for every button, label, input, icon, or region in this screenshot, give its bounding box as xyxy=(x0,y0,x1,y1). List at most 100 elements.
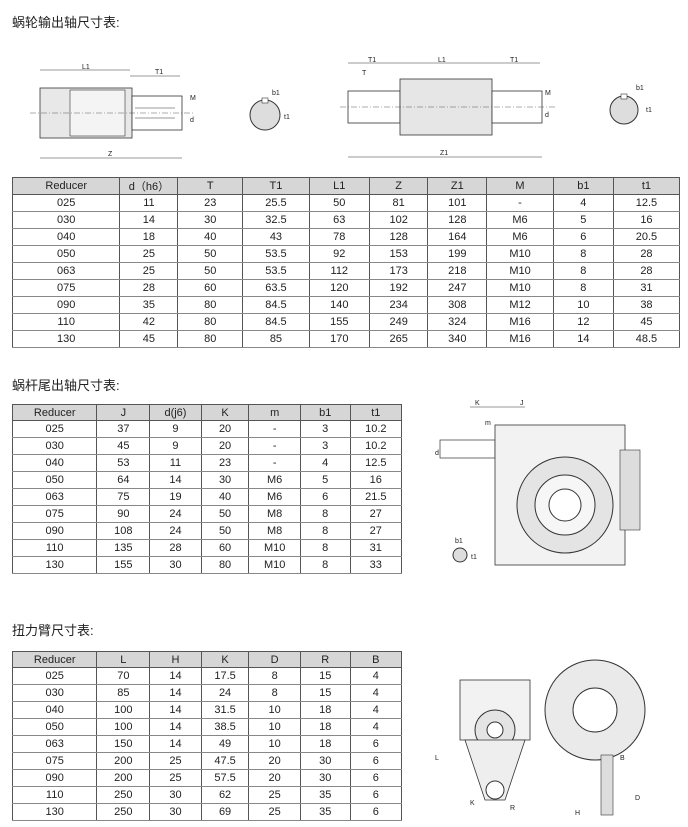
table-cell: 200 xyxy=(96,752,151,770)
svg-text:L1: L1 xyxy=(82,64,90,71)
table-cell: 164 xyxy=(427,228,488,246)
svg-text:L1: L1 xyxy=(438,57,446,64)
table-cell: 40 xyxy=(177,228,244,246)
column-header: Reducer xyxy=(11,651,98,668)
table-cell: 30 xyxy=(149,803,202,821)
table-cell: 8 xyxy=(552,262,614,280)
table-cell: 31.5 xyxy=(200,701,250,719)
table-cell: - xyxy=(248,454,301,472)
column-header: m xyxy=(248,404,301,421)
table-cell: 50 xyxy=(200,505,250,523)
table-cell: 10 xyxy=(552,296,614,314)
table-cell: 85 xyxy=(242,330,310,348)
table-cell: 218 xyxy=(427,262,488,280)
svg-text:D: D xyxy=(635,795,640,802)
table-cell: 45 xyxy=(612,313,681,331)
column-header: t1 xyxy=(349,404,403,421)
table-cell: 11 xyxy=(149,454,202,472)
column-header: K xyxy=(200,651,250,668)
svg-text:K: K xyxy=(475,400,480,407)
table-cell: 12.5 xyxy=(349,454,403,472)
table-cell: 3 xyxy=(299,437,351,455)
table-cell: 025 xyxy=(11,194,121,212)
svg-text:t1: t1 xyxy=(471,554,477,561)
table-cell: 60 xyxy=(200,539,250,557)
table-cell: 69 xyxy=(200,803,250,821)
table-cell: 308 xyxy=(427,296,488,314)
table-cell: 090 xyxy=(11,769,98,787)
table-cell: 8 xyxy=(552,279,614,297)
table-cell: 70 xyxy=(96,667,151,685)
svg-text:T1: T1 xyxy=(510,57,518,64)
table-cell: 199 xyxy=(427,245,488,263)
column-header: M xyxy=(486,177,554,195)
table-cell: 3 xyxy=(299,420,351,438)
column-header: L1 xyxy=(308,177,370,195)
table-cell: M8 xyxy=(248,505,301,523)
table-cell: 324 xyxy=(427,313,488,331)
table-cell: 25.5 xyxy=(242,194,310,212)
table-cell: 8 xyxy=(299,539,351,557)
svg-text:B: B xyxy=(620,755,625,762)
table-cell: 30 xyxy=(299,769,351,787)
table-cell: 48.5 xyxy=(612,330,681,348)
table-cell: 8 xyxy=(248,667,301,685)
table-cell: 90 xyxy=(96,505,151,523)
table-cell: 128 xyxy=(427,211,488,229)
table-cell: 030 xyxy=(11,684,98,702)
table-cell: 8 xyxy=(299,522,351,540)
table-cell: 14 xyxy=(119,211,179,229)
table-cell: 32.5 xyxy=(242,211,310,229)
svg-text:M: M xyxy=(545,90,551,97)
table-cell: 100 xyxy=(96,701,151,719)
table-cell: 62 xyxy=(200,786,250,804)
svg-text:d: d xyxy=(435,450,439,457)
table-cell: 43 xyxy=(242,228,310,246)
section-title-output-shaft: 蜗轮输出轴尺寸表: xyxy=(12,15,120,30)
column-header: J xyxy=(96,404,151,421)
double-output-shaft-drawing: T1 T L1 T1 Z1 M d xyxy=(340,57,555,158)
table-cell: 100 xyxy=(96,718,151,736)
table-cell: 153 xyxy=(368,245,429,263)
table-cell: 14 xyxy=(149,701,202,719)
table-cell: 60 xyxy=(177,279,244,297)
table-cell: 50 xyxy=(200,522,250,540)
table-cell: M10 xyxy=(248,539,301,557)
table-cell: 030 xyxy=(11,211,121,229)
single-shaft-section-drawing: b1 t1 xyxy=(249,90,290,131)
table-cell: M6 xyxy=(248,488,301,506)
table-cell: 14 xyxy=(552,330,614,348)
table-cell: 265 xyxy=(368,330,429,348)
table-cell: 24 xyxy=(149,505,202,523)
table-cell: M6 xyxy=(248,471,301,489)
table-cell: - xyxy=(486,194,554,212)
table-cell: 18 xyxy=(299,735,351,753)
section-title-torque-arm: 扭力臂尺寸表: xyxy=(12,623,94,638)
table-cell: 38 xyxy=(612,296,681,314)
table-cell: 30 xyxy=(149,556,202,574)
table-cell: 30 xyxy=(149,786,202,804)
svg-text:T: T xyxy=(362,70,367,77)
table-cell: M8 xyxy=(248,522,301,540)
table-cell: 80 xyxy=(177,296,244,314)
table-cell: 38.5 xyxy=(200,718,250,736)
column-header: Reducer xyxy=(11,404,98,421)
table-cell: 84.5 xyxy=(242,296,310,314)
table-cell: 050 xyxy=(11,245,121,263)
svg-text:M: M xyxy=(190,95,196,102)
table-cell: 10 xyxy=(248,701,301,719)
svg-text:m: m xyxy=(485,420,491,427)
table-cell: 35 xyxy=(299,803,351,821)
table-cell: M10 xyxy=(248,556,301,574)
table-cell: 140 xyxy=(308,296,370,314)
table-cell: 24 xyxy=(200,684,250,702)
worm-tail-shaft-drawing: K J d b1 t1 m xyxy=(435,400,641,566)
table-cell: 4 xyxy=(349,667,403,685)
